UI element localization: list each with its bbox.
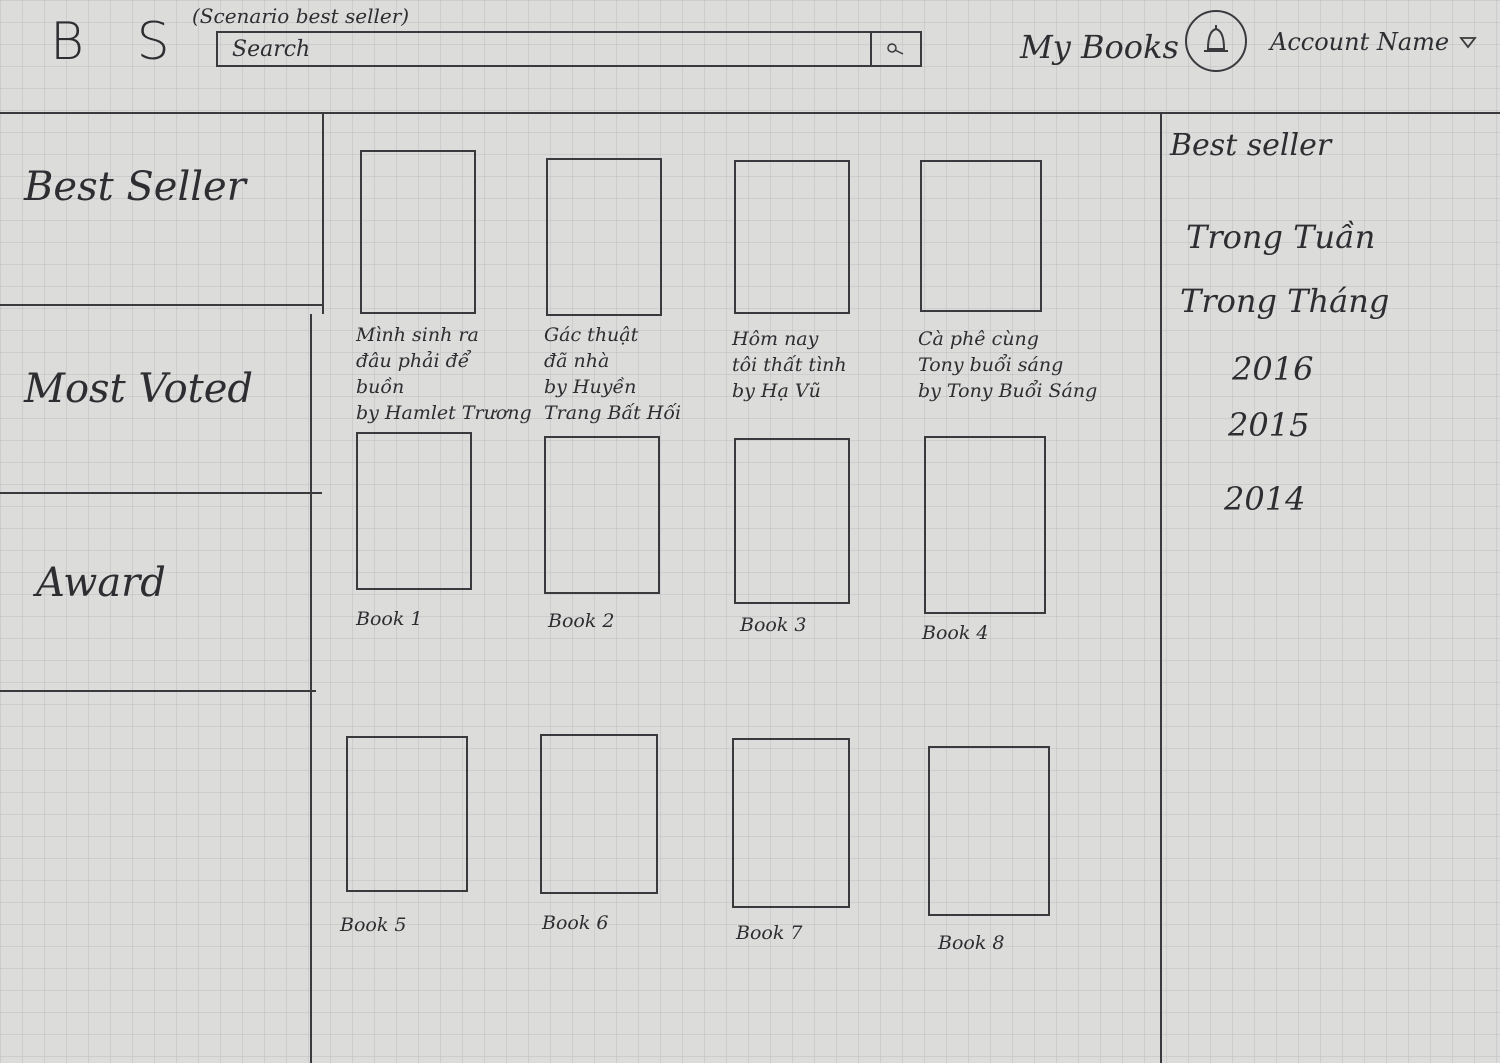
sidebar-item-award[interactable]: Award [36,560,166,606]
header-divider [0,112,1500,114]
logo: B S [50,12,188,72]
magnifier-icon [887,43,904,55]
book-cover[interactable] [732,738,850,908]
search-bar [216,31,922,67]
book-caption: Book 3 [740,614,807,636]
sidebar-item-most-voted[interactable]: Most Voted [24,366,254,412]
account-name: Account Name [1270,28,1450,56]
book-caption: Book 8 [938,932,1005,954]
book-caption: Book 6 [542,912,609,934]
account-menu[interactable]: Account Name [1270,28,1477,56]
filter-2016[interactable]: 2016 [1232,350,1314,388]
book-cover[interactable] [544,436,660,594]
filter-week[interactable]: Trong Tuần [1186,218,1376,256]
book-cover[interactable] [920,160,1042,312]
book-caption: Book 1 [356,608,423,630]
book-cover[interactable] [356,432,472,590]
book-caption: Mình sinh ra đâu phải để buồn by Hamlet … [356,324,532,424]
notifications-button[interactable] [1185,10,1247,72]
sidebar-border [322,114,324,314]
book-caption: Cà phê cùng Tony buổi sáng by Tony Buổi … [918,328,1098,402]
right-panel-title: Best seller [1170,128,1332,163]
book-cover[interactable] [734,438,850,604]
book-cover[interactable] [346,736,468,892]
filter-2014[interactable]: 2014 [1224,480,1306,518]
book-cover[interactable] [734,160,850,314]
filter-2015[interactable]: 2015 [1228,406,1310,444]
book-caption: Gác thuật đã nhà by Huyền Trang Bất Hối [544,324,682,424]
book-caption: Book 2 [548,610,615,632]
right-panel-border [1160,114,1162,1063]
book-cover[interactable] [540,734,658,894]
sidebar-divider-1 [0,304,324,306]
search-button[interactable] [870,33,920,65]
book-caption: Book 5 [340,914,407,936]
book-cover[interactable] [928,746,1050,916]
content-left-border [310,314,312,1063]
book-cover[interactable] [546,158,662,316]
search-input[interactable] [218,33,872,65]
book-caption: Book 4 [922,622,989,644]
book-caption: Book 7 [736,922,803,944]
book-cover[interactable] [360,150,476,314]
book-caption: Hôm nay tôi thất tình by Hạ Vũ [732,328,847,402]
bell-icon [1204,25,1228,52]
my-books-link[interactable]: My Books [1020,28,1179,66]
book-cover[interactable] [924,436,1046,614]
triangle-down-icon [1459,37,1477,49]
scenario-note: (Scenario best seller) [192,4,410,28]
filter-month[interactable]: Trong Tháng [1180,282,1390,320]
sidebar-item-best-seller[interactable]: Best Seller [24,164,246,210]
sidebar-divider-2 [0,492,322,494]
sidebar-divider-3 [0,690,316,692]
